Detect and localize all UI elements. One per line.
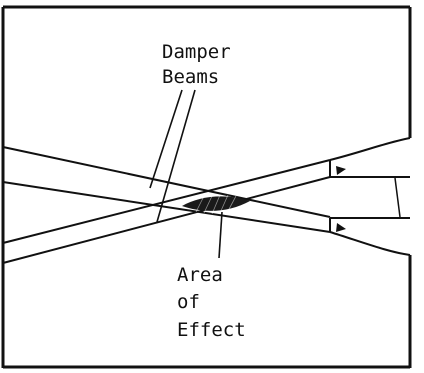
area-pointer (218, 211, 223, 259)
lower-source-mark (336, 223, 346, 232)
label-area: Area (177, 264, 223, 286)
damper-pointer-1 (149, 89, 183, 189)
beam-b-edge-1 (2, 159, 331, 244)
damper-pointer-2 (156, 89, 196, 223)
beam-a-edge-1 (2, 146, 331, 218)
port-lower-curve (329, 231, 411, 256)
upper-source-mark (336, 166, 346, 175)
label-damper: Damper (162, 41, 231, 63)
area-hatching (195, 194, 237, 215)
port-upper-curve (329, 137, 411, 161)
beam-a-edge-2 (2, 181, 331, 233)
port-divider (394, 177, 401, 218)
label-beams: Beams (162, 66, 219, 88)
label-effect: Effect (177, 319, 246, 341)
label-of: of (177, 291, 200, 313)
beam-b-edge-2 (2, 176, 331, 264)
